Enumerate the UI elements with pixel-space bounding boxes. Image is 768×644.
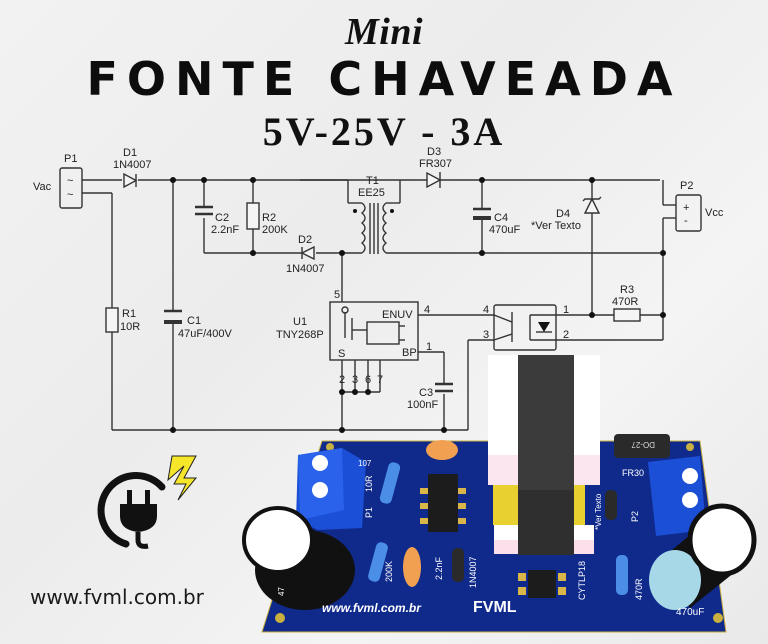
title-spec: 5V-25V - 3A	[262, 109, 506, 154]
r3-resistor	[613, 308, 641, 322]
p1-connector	[59, 167, 83, 209]
pcb-resistor-r2	[368, 542, 388, 582]
p1-terminal-block	[296, 448, 366, 530]
d2-value: 1N4007	[286, 263, 325, 275]
pcb-label-d3-pkg: DO-27	[631, 440, 655, 449]
r2-resistor	[246, 202, 260, 230]
pcb-resistor-r1	[379, 462, 401, 504]
r1-resistor	[105, 307, 119, 333]
c1-ref: C1	[187, 315, 201, 327]
pcb-label-c4: 470uF	[676, 607, 704, 618]
p2-plus: +	[683, 202, 689, 214]
opto-pin1: 1	[563, 304, 569, 316]
c3-value: 100nF	[407, 399, 438, 411]
optocoupler	[493, 304, 557, 351]
opto-pin4: 4	[483, 304, 489, 316]
p2-minus: -	[684, 215, 688, 227]
c2-value: 2.2nF	[211, 224, 239, 236]
c4-value: 470uF	[489, 224, 520, 236]
r2-value: 200K	[262, 224, 288, 236]
plug-power-icon	[97, 471, 166, 549]
opto-pin2: 2	[563, 329, 569, 341]
r3-ref: R3	[620, 284, 634, 296]
pcb-website: www.fvml.com.br	[322, 601, 422, 615]
p2-label: Vcc	[705, 207, 724, 219]
u1-pin5: 5	[334, 289, 340, 301]
pcb-transformer	[488, 355, 600, 555]
c1-capacitor	[242, 506, 355, 610]
u1-pin-bottom-3: 6	[365, 374, 371, 386]
d3-diode	[426, 171, 442, 189]
p2-connector	[675, 194, 702, 232]
pcb-c3-capacitor	[426, 440, 458, 460]
u1-pin-bottom-1: 2	[339, 374, 345, 386]
u1-pin-bottom-2: 3	[352, 374, 358, 386]
title-mini: Mini	[344, 11, 424, 53]
pcb-label-p2: P2	[630, 511, 640, 522]
pcb-brand: FVML	[473, 599, 517, 616]
pcb-label-d4: *Ver Texto	[594, 493, 603, 530]
pcb-label-p1: P1	[364, 507, 374, 518]
d1-ref: D1	[123, 147, 137, 159]
pcb-label-r1: 10R	[364, 475, 374, 492]
u1-value: TNY268P	[276, 329, 324, 341]
d4-zener	[583, 197, 601, 214]
pcb-label-d1: 107	[358, 459, 372, 468]
pcb-resistor-r3	[616, 555, 628, 595]
d3-value: FR307	[419, 158, 452, 170]
r2-ref: R2	[262, 212, 276, 224]
pcb-label-c2: 2.2nF	[434, 556, 444, 580]
d4-ref: D4	[556, 208, 570, 220]
t1-ref: T1	[366, 175, 379, 187]
lightning-bolt-icon	[167, 455, 198, 501]
pcb-u1-ic	[420, 474, 466, 532]
r3-value: 470R	[612, 296, 638, 308]
p2-terminal-block	[648, 456, 706, 536]
u1-pin-enuv: ENUV	[382, 309, 413, 321]
opto-led	[538, 322, 550, 332]
u1-pin-s: S	[338, 348, 345, 360]
u1-ic	[329, 301, 419, 361]
p2-ref: P2	[680, 180, 693, 192]
pcb-d2-diode	[452, 548, 464, 582]
u1-ref: U1	[293, 316, 307, 328]
pcb-label-opto: CYTLP18	[577, 561, 587, 600]
logo	[97, 455, 198, 549]
c2-ref: C2	[215, 212, 229, 224]
d1-diode	[123, 172, 138, 189]
u1-pin1: 1	[426, 341, 432, 353]
pcb-label-d2: 1N4007	[468, 556, 478, 588]
t1-value: EE25	[358, 187, 385, 199]
c4-capacitor	[649, 503, 757, 610]
pcb-c2-capacitor	[403, 547, 421, 587]
p1-pin2: ~	[67, 189, 73, 201]
pcb-label-c1: 47	[277, 587, 286, 596]
c1-value: 47uF/400V	[178, 328, 232, 340]
d4-value: *Ver Texto	[531, 220, 581, 232]
u1-pin-bp: BP	[402, 347, 417, 359]
d2-ref: D2	[298, 234, 312, 246]
opto-pin3: 3	[483, 329, 489, 341]
r1-value: 10R	[120, 321, 140, 333]
c4-ref: C4	[494, 212, 508, 224]
d3-ref: D3	[427, 146, 441, 158]
d2-diode	[300, 245, 315, 261]
p1-label: Vac	[33, 181, 52, 193]
pcb-optocoupler	[518, 570, 566, 598]
pcb-label-r2: 200K	[384, 561, 394, 582]
page-title: FONTE CHAVEADA	[86, 52, 682, 106]
p1-pin1: ~	[67, 175, 73, 187]
pcb-label-d3: FR30	[622, 468, 644, 478]
u1-pin-bottom-4: 7	[377, 374, 383, 386]
c3-ref: C3	[419, 387, 433, 399]
p1-ref: P1	[64, 153, 77, 165]
pcb-d3-diode	[614, 434, 670, 458]
d1-value: 1N4007	[113, 159, 152, 171]
pcb-label-r3: 470R	[634, 578, 644, 600]
u1-pin4: 4	[424, 304, 430, 316]
r1-ref: R1	[122, 308, 136, 320]
footer-website[interactable]: www.fvml.com.br	[30, 585, 204, 609]
pcb-d4-zener	[605, 490, 617, 520]
